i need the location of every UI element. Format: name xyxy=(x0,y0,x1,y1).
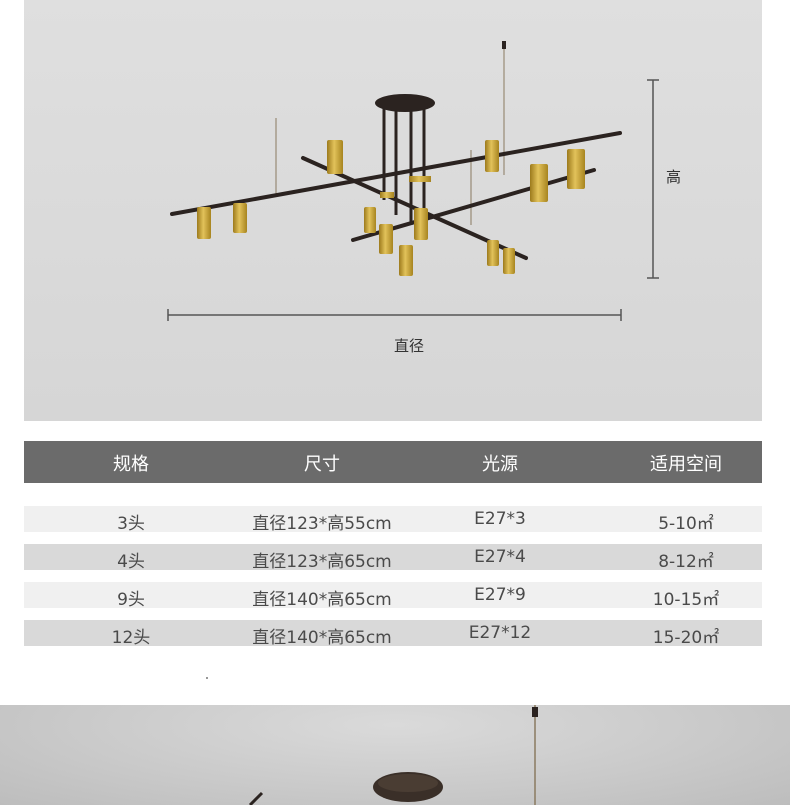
cell-area: 5-10㎡ xyxy=(658,514,714,534)
cell-light: E27*4 xyxy=(474,547,526,567)
speck xyxy=(206,677,208,679)
cell-light: E27*3 xyxy=(474,509,526,529)
cell-area: 10-15㎡ xyxy=(652,590,720,610)
height-label: 高 xyxy=(666,168,682,186)
chandelier-photo xyxy=(248,705,538,805)
ceiling-canopy xyxy=(375,94,435,112)
cell-spec: 12头 xyxy=(111,628,151,648)
header-size: 尺寸 xyxy=(304,454,340,475)
chandelier-illustration xyxy=(167,41,659,321)
cell-size: 直径140*高65cm xyxy=(252,628,392,648)
cell-size: 直径123*高55cm xyxy=(252,514,392,534)
diameter-label: 直径 xyxy=(394,337,425,355)
header-applicable-space: 适用空间 xyxy=(650,454,722,475)
spec-table-header: 规格 尺寸 光源 适用空间 xyxy=(24,441,762,483)
table-row: 12头 直径140*高65cm E27*12 15-20㎡ xyxy=(24,620,762,648)
product-image-panel: 高 直径 xyxy=(24,0,762,421)
cell-size: 直径123*高65cm xyxy=(252,552,392,572)
product-photo-bottom xyxy=(0,705,790,805)
cell-spec: 9头 xyxy=(117,590,145,610)
cell-spec: 3头 xyxy=(117,514,145,534)
header-spec: 规格 xyxy=(113,454,149,475)
table-row: 9头 直径140*高65cm E27*9 10-15㎡ xyxy=(24,582,762,610)
table-row: 3头 直径123*高55cm E27*3 5-10㎡ xyxy=(24,506,762,534)
cell-light: E27*12 xyxy=(468,623,532,643)
cell-size: 直径140*高65cm xyxy=(252,590,392,610)
cell-light: E27*9 xyxy=(474,585,526,605)
spot-lamps xyxy=(197,140,585,276)
table-row: 4头 直径123*高65cm E27*4 8-12㎡ xyxy=(24,544,762,572)
cell-area: 8-12㎡ xyxy=(658,552,714,572)
header-light-source: 光源 xyxy=(482,454,518,475)
cell-area: 15-20㎡ xyxy=(652,628,720,648)
height-dimension-line xyxy=(647,79,659,279)
cell-spec: 4头 xyxy=(117,552,145,572)
diameter-dimension-line xyxy=(167,309,622,321)
